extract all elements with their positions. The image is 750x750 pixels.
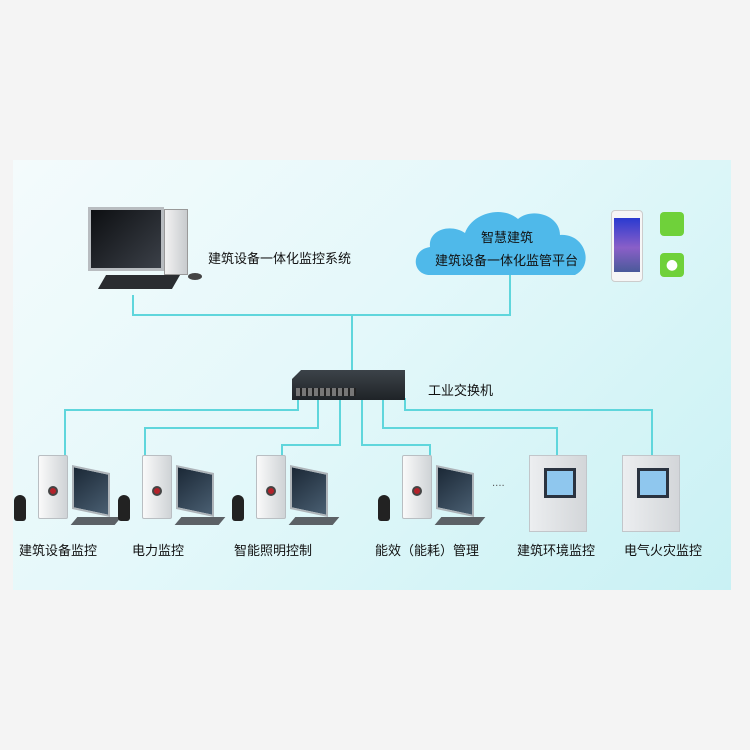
device-computer-icon [378,455,488,527]
smartphone-icon [611,210,643,282]
switch-label: 工业交换机 [428,384,494,399]
wechat-icon: ● [660,253,684,277]
link-device-2 [144,398,319,458]
device-computer-icon [118,455,228,527]
link-device-4 [361,398,431,458]
cloud-subtitle: 建筑设备一体化监管平台 [435,254,579,269]
cloud-title: 智慧建筑 [481,231,534,246]
workstation-label: 建筑设备一体化监控系统 [208,252,352,267]
device-label: 建筑设备监控 [19,544,98,559]
device-label: 电气火灾监控 [624,544,703,559]
device-label: 电力监控 [132,544,185,559]
link-workstation-cloud [132,275,511,316]
cloud-icon [415,211,586,275]
link-device-5 [382,398,558,458]
link-device-3 [281,398,341,458]
device-label: 能效（能耗）管理 [375,544,480,559]
device-computer-icon [14,455,124,527]
device-label: 建筑环境监控 [517,544,596,559]
workstation-computer-icon [88,205,208,295]
ellipsis: .... [492,478,505,489]
monitoring-cabinet-icon [529,455,587,532]
link-device-1 [64,398,299,458]
industrial-switch-icon [292,370,405,400]
link-device-6 [404,398,653,458]
device-computer-icon [232,455,342,527]
monitoring-cabinet-icon [622,455,680,532]
device-label: 智能照明控制 [234,544,313,559]
app-icon [660,212,684,236]
